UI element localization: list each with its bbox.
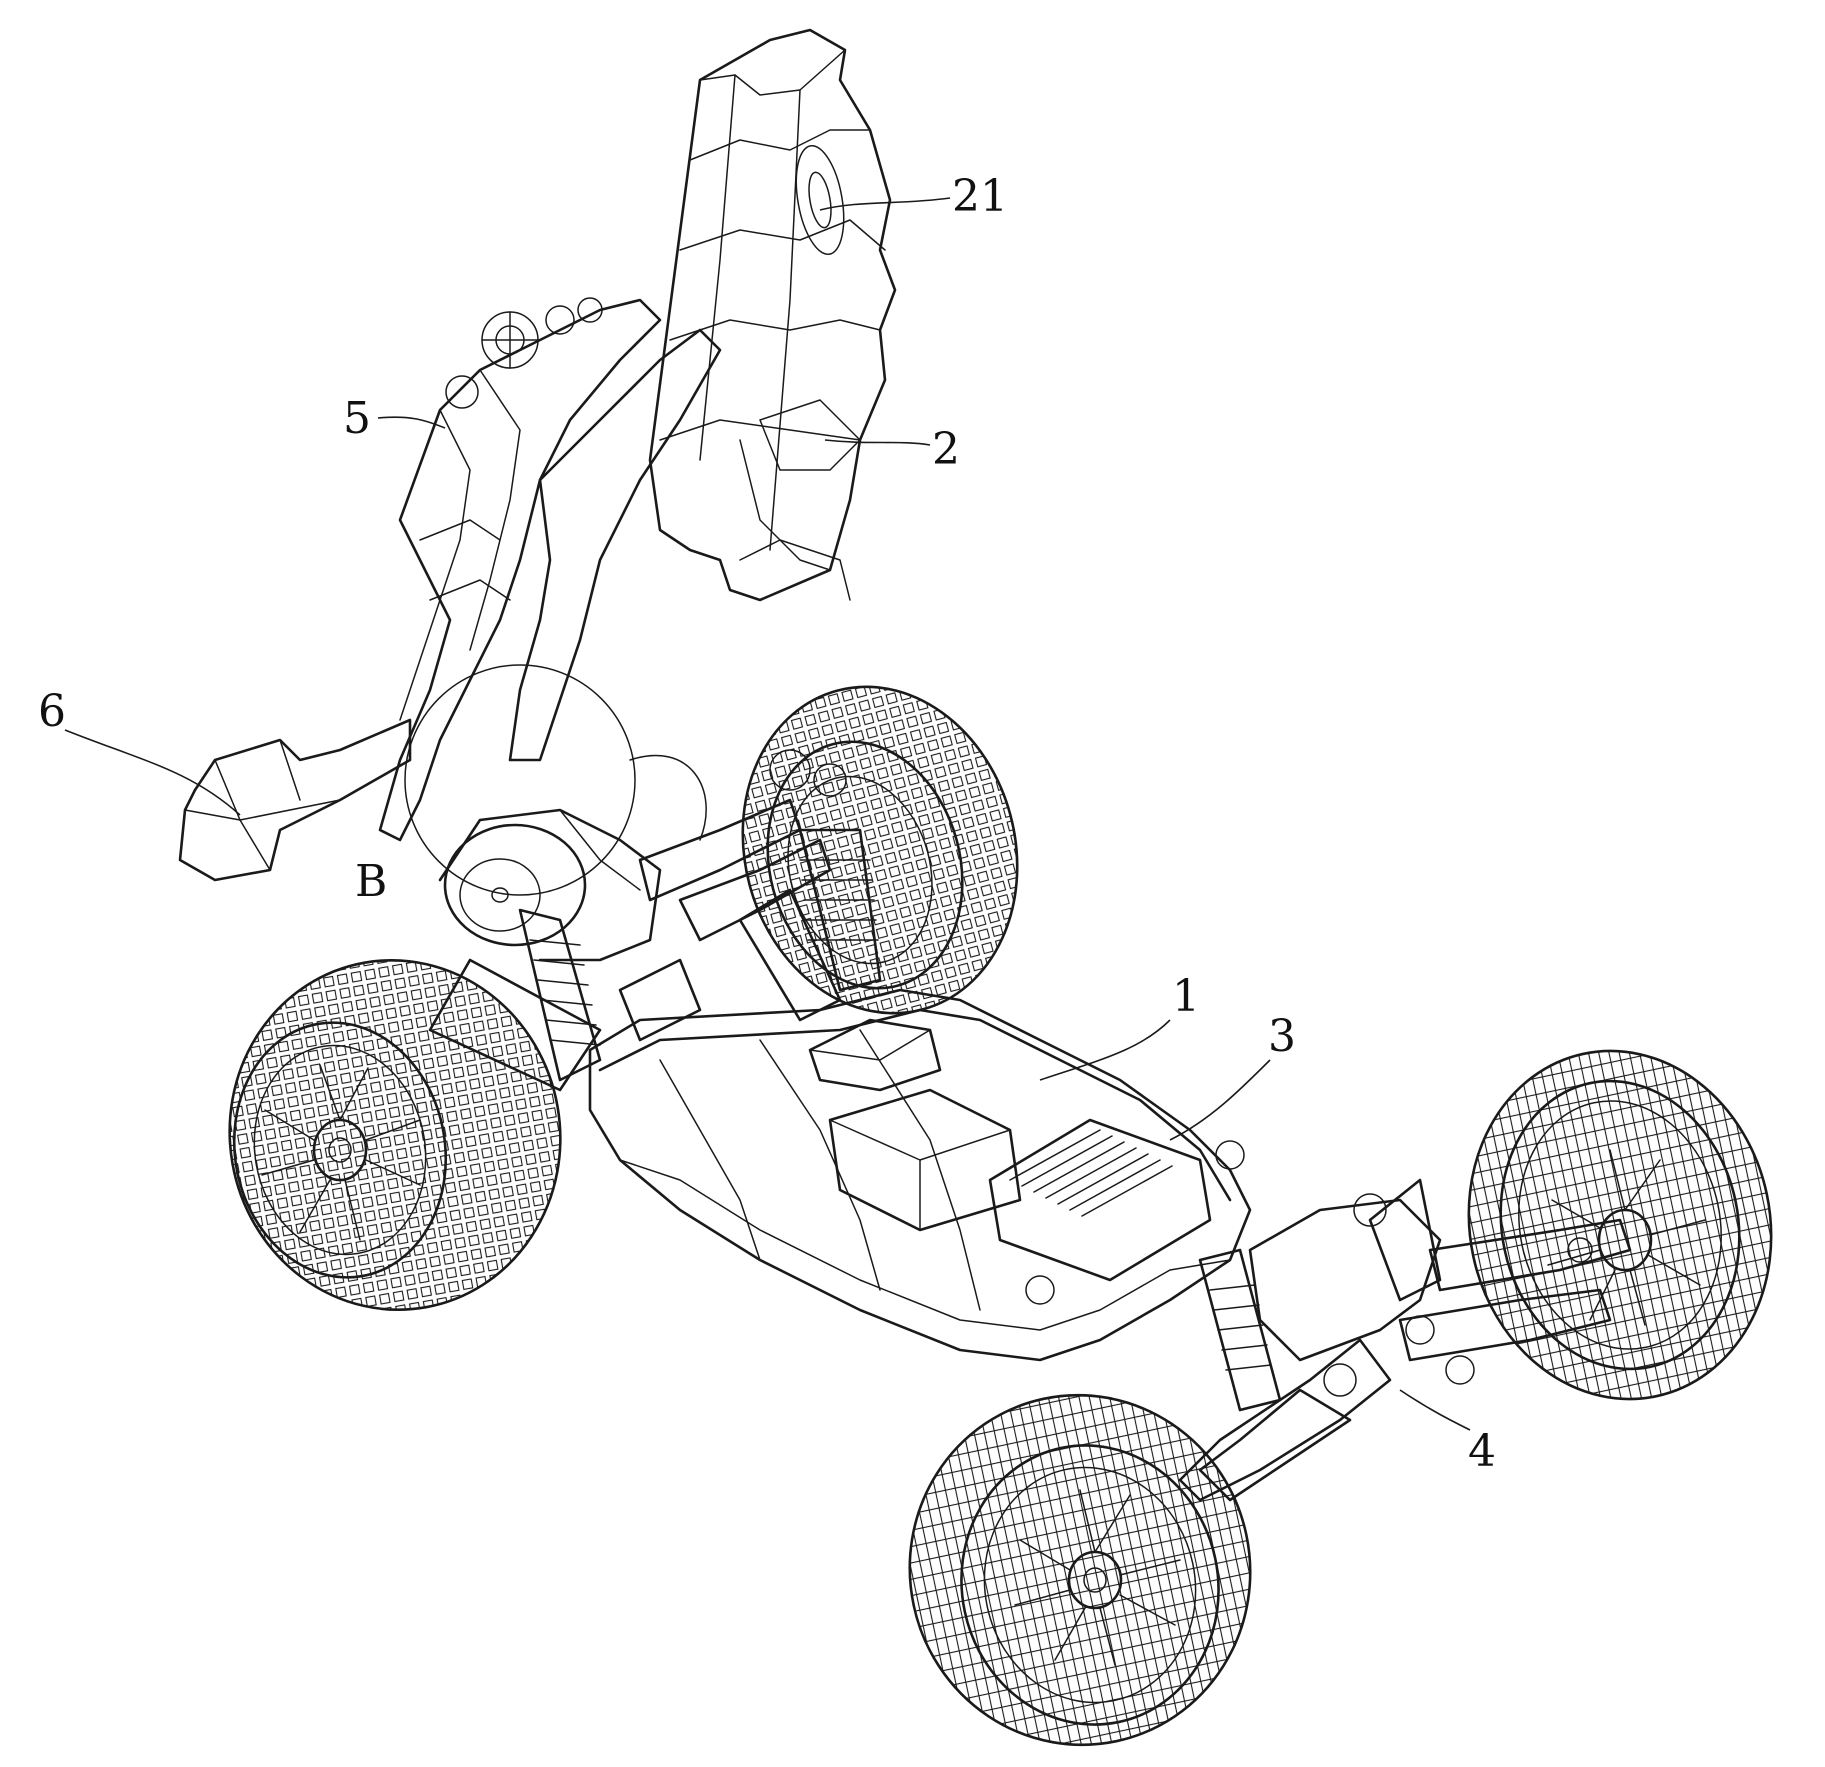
label-4: 4 xyxy=(1468,1426,1496,1477)
leader-21 xyxy=(819,197,951,211)
chassis xyxy=(588,988,1252,1362)
leader-5 xyxy=(377,416,446,429)
label-6: 6 xyxy=(38,686,66,737)
label-21: 21 xyxy=(952,171,1008,222)
label-2: 2 xyxy=(932,424,960,475)
leader-2 xyxy=(824,439,931,446)
label-1: 1 xyxy=(1172,971,1200,1022)
leader-6 xyxy=(64,729,241,816)
front-shock xyxy=(1198,1248,1282,1412)
battery-pack xyxy=(828,1088,1022,1232)
leader-4 xyxy=(1399,1389,1471,1431)
rear-shock-left xyxy=(518,908,602,1082)
leader-lines xyxy=(64,197,1471,1431)
front-right-wheel xyxy=(1467,1049,1773,1401)
front-left-wheel xyxy=(908,1393,1252,1747)
rear-right-wheel xyxy=(741,685,1019,1015)
rear-left-wheel xyxy=(228,958,562,1312)
linkage-arms xyxy=(378,297,722,842)
detail-circle-b xyxy=(404,664,707,896)
leader-1 xyxy=(1039,1019,1171,1081)
label-3: 3 xyxy=(1268,1011,1296,1062)
body-shell xyxy=(648,28,897,602)
label-b: B xyxy=(355,856,388,907)
speed-controller xyxy=(988,1118,1212,1282)
leader-3 xyxy=(1169,1059,1271,1141)
body-shell-mount-21 xyxy=(795,144,845,256)
label-5: 5 xyxy=(343,393,371,444)
rear-gearbox xyxy=(438,808,662,962)
rear-wing xyxy=(178,718,412,882)
